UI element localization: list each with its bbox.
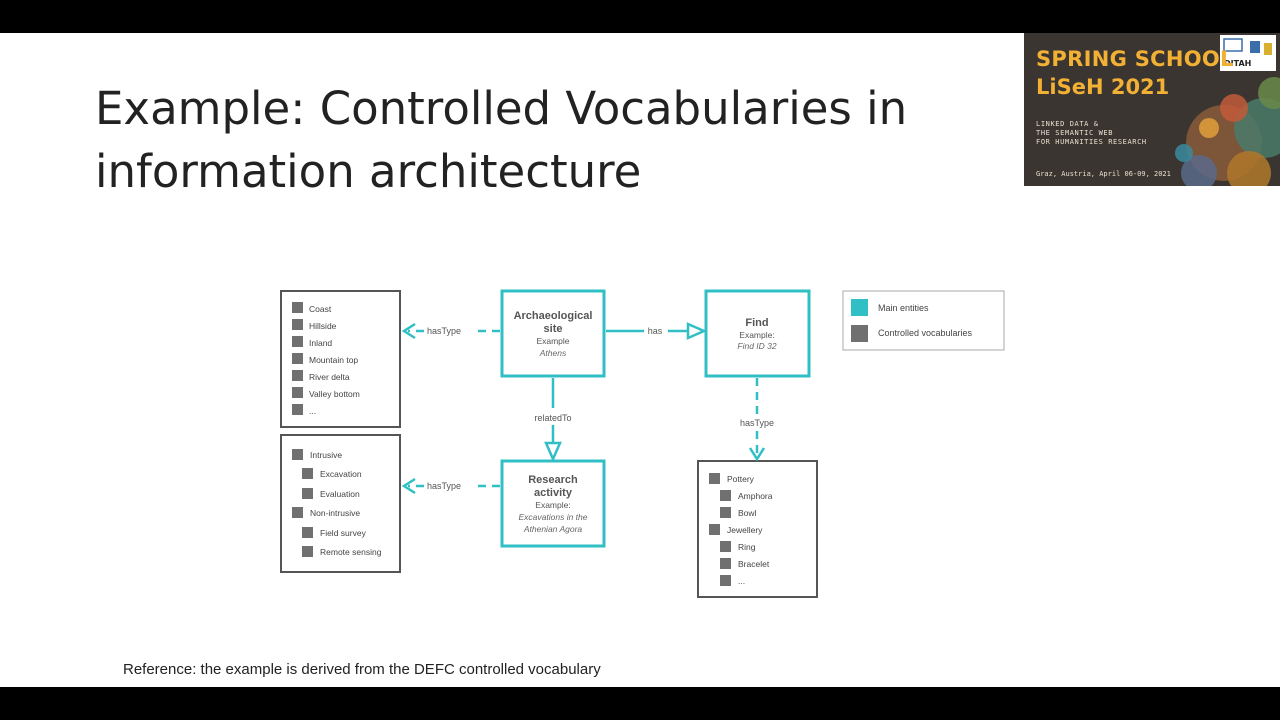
legend-label-main: Main entities <box>878 303 929 313</box>
vocab-find-item: Jewellery <box>727 525 763 535</box>
banner-subtitle-3: FOR HUMANITIES RESEARCH <box>1036 138 1147 146</box>
vocab-find-item: Pottery <box>727 474 755 484</box>
banner-title-line-1: SPRING SCHOOL <box>1036 47 1234 71</box>
banner-subtitle-2: THE SEMANTIC WEB <box>1036 129 1114 137</box>
vocab-item-marker <box>720 558 731 569</box>
vocab-activity-item: Remote sensing <box>320 547 382 557</box>
vocab-activity-item: Evaluation <box>320 489 360 499</box>
vocab-location-item: Mountain top <box>309 355 358 365</box>
vocab-item-marker <box>709 524 720 535</box>
vocab-item-marker <box>302 488 313 499</box>
vocab-location-item: Hillside <box>309 321 337 331</box>
dot-pattern-decoration <box>1175 77 1280 186</box>
vocab-find-item: Amphora <box>738 491 773 501</box>
vocab-item-marker <box>720 575 731 586</box>
vocab-item-marker <box>292 370 303 381</box>
vocab-find-item: Bowl <box>738 508 757 518</box>
relatedto-arrowhead <box>544 441 562 463</box>
vocab-item-marker <box>720 541 731 552</box>
research-example-line-2: Athenian Agora <box>523 524 583 534</box>
vocab-location-item: Valley bottom <box>309 389 360 399</box>
banner-date: Graz, Austria, April 06-09, 2021 <box>1036 170 1171 178</box>
vocab-item-marker <box>720 490 731 501</box>
vocab-find-item: Ring <box>738 542 756 552</box>
vocab-item-marker <box>292 353 303 364</box>
vocab-item-marker <box>720 507 731 518</box>
vocab-item-marker <box>292 449 303 460</box>
site-hastype-arrowhead <box>401 322 416 340</box>
vocab-item-marker <box>292 319 303 330</box>
find-example-value: Find ID 32 <box>737 341 776 351</box>
vocab-item-marker <box>292 336 303 347</box>
legend-swatch-vocab <box>851 325 868 342</box>
slide: Example: Controlled Vocabularies in info… <box>0 33 1280 687</box>
vocab-item-marker <box>292 302 303 313</box>
label-site-hastype: hasType <box>427 326 461 336</box>
find-hastype-arrowhead <box>748 447 766 462</box>
site-title-line-2: site <box>544 323 563 335</box>
title-line-1: Example: Controlled Vocabularies in <box>95 82 908 135</box>
research-title-line-1: Research <box>528 474 578 486</box>
entity-archaeological-site <box>500 289 606 378</box>
vocab-item-marker <box>302 468 313 479</box>
banner-subtitle-1: LINKED DATA & <box>1036 120 1099 128</box>
reference-note: Reference: the example is derived from t… <box>123 661 601 678</box>
research-hastype-arrowhead <box>401 477 416 495</box>
vocab-location-item: Inland <box>309 338 332 348</box>
slide-title: Example: Controlled Vocabularies in info… <box>95 77 995 203</box>
vocab-location-item: ... <box>309 406 316 416</box>
vocab-activity-item: Field survey <box>320 528 367 538</box>
vocab-item-marker <box>709 473 720 484</box>
vocab-item-marker <box>302 546 313 557</box>
title-line-2: information architecture <box>95 145 642 198</box>
vocab-activity-item: Non-intrusive <box>310 508 360 518</box>
find-example-label: Example: <box>739 330 774 340</box>
site-title-line-1: Archaeological <box>514 310 593 322</box>
legend-label-vocab: Controlled vocabularies <box>878 328 973 338</box>
vocab-activity-item: Intrusive <box>310 450 342 460</box>
logo-label: DITAH <box>1224 59 1251 68</box>
vocab-location-item: Coast <box>309 304 332 314</box>
entity-find <box>704 289 811 378</box>
research-example-line-1: Excavations in the <box>519 512 588 522</box>
vocab-item-marker <box>292 507 303 518</box>
research-title-line-2: activity <box>534 487 573 499</box>
vocab-find-item: ... <box>738 576 745 586</box>
site-example-label: Example <box>536 336 569 346</box>
spring-school-banner: DITAH SPRING SCHOOL LiSeH 2021 LINKED DA… <box>1024 33 1280 186</box>
vocab-item-marker <box>292 387 303 398</box>
sponsor-logos: DITAH <box>1220 35 1276 71</box>
letterbox-bottom <box>0 687 1280 720</box>
label-site-has: has <box>648 326 663 336</box>
label-find-hastype: hasType <box>740 418 774 428</box>
label-research-hastype: hasType <box>427 481 461 491</box>
vocab-activity-item: Excavation <box>320 469 362 479</box>
label-relatedto: relatedTo <box>534 413 571 423</box>
research-example-label: Example: <box>535 500 570 510</box>
vocab-location-item: River delta <box>309 372 350 382</box>
site-example-value: Athens <box>539 348 567 358</box>
vocab-item-marker <box>302 527 313 538</box>
vocab-find-item: Bracelet <box>738 559 770 569</box>
entity-research-activity <box>500 459 606 548</box>
information-architecture-diagram: Archaeological site Example Athens Find … <box>280 289 1005 598</box>
legend-swatch-main <box>851 299 868 316</box>
vocab-item-marker <box>292 404 303 415</box>
find-title: Find <box>745 317 768 329</box>
legend-box <box>842 290 1005 351</box>
site-has-arrowhead <box>686 322 708 340</box>
banner-title-line-2: LiSeH 2021 <box>1036 75 1170 99</box>
